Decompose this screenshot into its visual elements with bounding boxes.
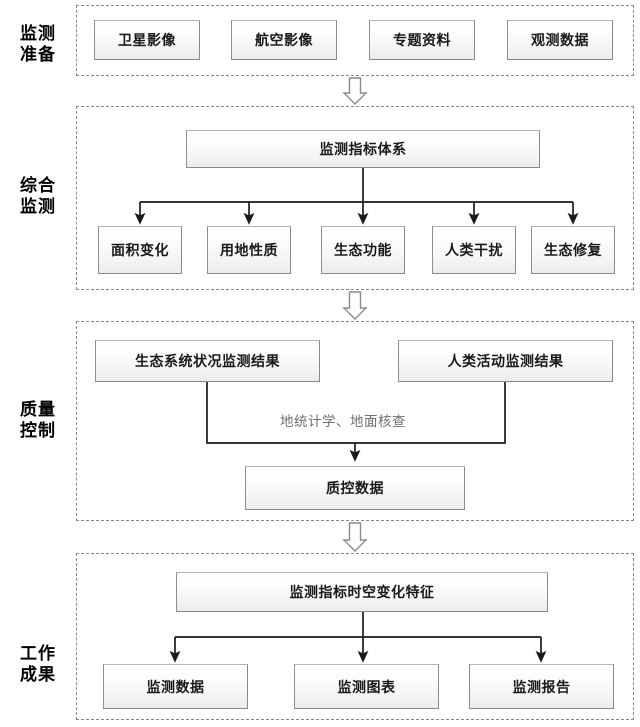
- node-monitoring-report[interactable]: 监测报告: [469, 664, 614, 709]
- node-human-disturbance-label: 人类干扰: [445, 243, 503, 259]
- stage-label-work-results-line2: 成果: [20, 665, 56, 685]
- stage-label-comprehensive-monitoring-line1: 综合: [20, 176, 56, 196]
- node-ecological-restoration[interactable]: 生态修复: [531, 226, 615, 274]
- node-satellite-image-label: 卫星影像: [118, 33, 176, 49]
- section-preparation: [76, 5, 634, 76]
- node-area-change[interactable]: 面积变化: [98, 226, 182, 274]
- stage-label-work-results-line1: 工作: [20, 644, 56, 664]
- stage-label-quality-control-line1: 质量: [20, 400, 56, 420]
- section-comprehensive-monitoring: [76, 106, 634, 290]
- section-quality-control: [76, 321, 634, 521]
- node-human-activity-result-label: 人类活动监测结果: [447, 354, 564, 370]
- block-arrow-preparation-to-monitoring: [342, 77, 368, 105]
- node-ecosystem-status-result-label: 生态系统状况监测结果: [135, 354, 280, 370]
- node-aerial-image[interactable]: 航空影像: [231, 20, 337, 60]
- edge-label-geostatistics-ground-check: 地统计学、地面核查: [280, 414, 406, 430]
- node-human-disturbance[interactable]: 人类干扰: [432, 226, 516, 274]
- node-land-use-nature[interactable]: 用地性质: [207, 226, 291, 274]
- node-qc-data[interactable]: 质控数据: [245, 466, 465, 510]
- stage-label-quality-control: 质量 控制: [4, 400, 72, 442]
- node-ecological-restoration-label: 生态修复: [544, 243, 602, 259]
- node-monitoring-data[interactable]: 监测数据: [103, 664, 248, 709]
- stage-label-work-results: 工作 成果: [4, 644, 72, 686]
- node-spatiotemporal-features[interactable]: 监测指标时空变化特征: [176, 572, 548, 612]
- node-ecosystem-status-result[interactable]: 生态系统状况监测结果: [95, 340, 320, 382]
- stage-label-preparation: 监测 准备: [4, 24, 72, 66]
- node-thematic-data[interactable]: 专题资料: [369, 20, 475, 60]
- node-monitoring-charts[interactable]: 监测图表: [294, 664, 439, 709]
- node-monitoring-report-label: 监测报告: [512, 679, 571, 696]
- node-thematic-data-label: 专题资料: [393, 33, 451, 49]
- stage-label-comprehensive-monitoring: 综合 监测: [4, 176, 72, 218]
- node-indicator-system-label: 监测指标体系: [319, 142, 407, 158]
- node-observation-data[interactable]: 观测数据: [507, 20, 613, 60]
- stage-label-quality-control-line2: 控制: [20, 421, 56, 441]
- node-area-change-label: 面积变化: [111, 243, 169, 259]
- stage-label-preparation-line1: 监测: [20, 24, 56, 44]
- node-monitoring-charts-label: 监测图表: [337, 679, 396, 696]
- node-human-activity-result[interactable]: 人类活动监测结果: [398, 340, 613, 382]
- node-monitoring-data-label: 监测数据: [146, 679, 205, 696]
- node-indicator-system[interactable]: 监测指标体系: [186, 130, 540, 168]
- block-arrow-quality-control-to-results: [342, 522, 368, 552]
- node-qc-data-label: 质控数据: [326, 481, 384, 497]
- node-ecological-function[interactable]: 生态功能: [321, 226, 405, 274]
- section-work-results: [76, 553, 634, 720]
- block-arrow-monitoring-to-quality-control: [342, 291, 368, 320]
- node-aerial-image-label: 航空影像: [255, 33, 313, 49]
- node-observation-data-label: 观测数据: [531, 33, 589, 49]
- stage-label-preparation-line2: 准备: [20, 45, 56, 65]
- node-ecological-function-label: 生态功能: [334, 243, 392, 259]
- stage-label-comprehensive-monitoring-line2: 监测: [20, 197, 56, 217]
- node-satellite-image[interactable]: 卫星影像: [94, 20, 200, 60]
- node-land-use-nature-label: 用地性质: [220, 243, 278, 259]
- node-spatiotemporal-features-label: 监测指标时空变化特征: [289, 585, 435, 601]
